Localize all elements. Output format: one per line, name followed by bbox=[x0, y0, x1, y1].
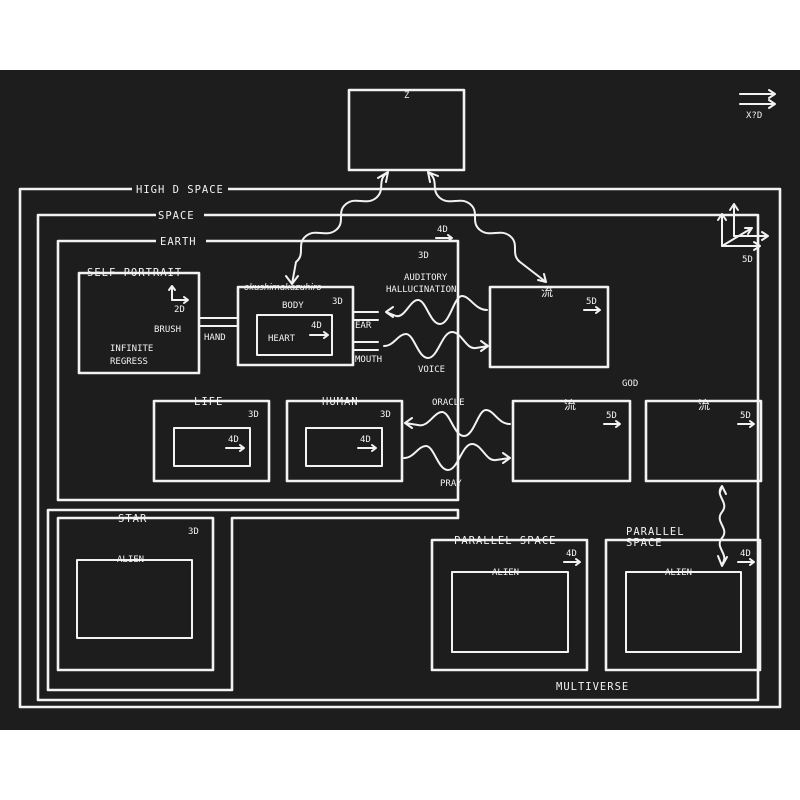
heart-dim: 4D bbox=[311, 321, 322, 331]
corner-axis-label: X?D bbox=[746, 111, 762, 121]
five-d-axes-icon bbox=[717, 203, 769, 251]
self-portrait-line1: INFINITE bbox=[110, 344, 153, 354]
life-inner-dim: 4D bbox=[228, 435, 239, 445]
human-inner-box bbox=[305, 427, 383, 467]
oracle-label: ORACLE bbox=[432, 398, 465, 408]
mouth-lines bbox=[352, 341, 379, 351]
body-label: BODY bbox=[282, 301, 304, 311]
human-label: HUMAN bbox=[322, 396, 359, 408]
flow-box-mid2 bbox=[644, 399, 763, 483]
flow-box-mid1 bbox=[511, 399, 632, 483]
space-label: SPACE bbox=[158, 210, 195, 222]
star-label: STAR bbox=[118, 513, 147, 525]
five-d-axes-label: 5D bbox=[742, 255, 753, 265]
human-dim: 3D bbox=[380, 410, 391, 420]
life-dim: 3D bbox=[248, 410, 259, 420]
flow-box-mid2-kanji: 流 bbox=[698, 398, 710, 412]
flow-box-mid1-kanji: 流 bbox=[564, 398, 576, 412]
voice-wave-right bbox=[383, 331, 489, 359]
high-d-space-label: HIGH D SPACE bbox=[136, 184, 224, 196]
self-portrait-dim: 2D bbox=[174, 305, 185, 315]
flow-box-top-dim: 5D bbox=[586, 297, 597, 307]
pray-wave-right bbox=[403, 443, 511, 471]
parallel-space-1-alien-box bbox=[451, 571, 569, 653]
flow-box-top-kanji: 流 bbox=[541, 285, 553, 299]
brush-hand-lines bbox=[198, 317, 239, 327]
auditory-line2: HALLUCINATION bbox=[386, 285, 456, 295]
god-label: GOD bbox=[622, 379, 638, 389]
star-box bbox=[56, 516, 215, 672]
self-portrait-line2: REGRESS bbox=[110, 357, 148, 367]
life-box bbox=[152, 399, 271, 483]
wave-top-box-to-flow bbox=[427, 171, 547, 283]
heart-label: HEART bbox=[268, 334, 296, 344]
artist-signature: okushimakazuhiro bbox=[244, 283, 322, 293]
parallel-space-1-box bbox=[430, 538, 589, 672]
heart-box bbox=[256, 314, 333, 356]
body-box bbox=[236, 285, 355, 367]
star-alien-box bbox=[76, 559, 193, 639]
parallel-space-2-alien-box bbox=[625, 571, 742, 653]
high-d-space-frame bbox=[18, 187, 782, 709]
flow-box-mid1-dim: 5D bbox=[606, 411, 617, 421]
ear-label: EAR bbox=[355, 321, 372, 331]
top-box bbox=[347, 88, 466, 172]
self-portrait-axis-icon bbox=[168, 285, 189, 304]
human-box bbox=[285, 399, 404, 483]
parallel-space-1-arrow bbox=[563, 558, 581, 566]
human-inner-arrow bbox=[357, 444, 377, 452]
pray-label: PRAY bbox=[440, 479, 462, 489]
body-dim: 3D bbox=[332, 297, 343, 307]
parallel-space-2-box bbox=[604, 538, 762, 672]
earth-dim-label: 3D bbox=[418, 251, 429, 261]
hand-label: HAND bbox=[204, 333, 226, 343]
life-inner-arrow bbox=[225, 444, 245, 452]
life-inner-box bbox=[173, 427, 251, 467]
self-portrait-brush: BRUSH bbox=[154, 325, 181, 335]
flow-box-mid2-dim: 5D bbox=[740, 411, 751, 421]
space-frame bbox=[36, 213, 760, 702]
oracle-wave-left bbox=[404, 409, 511, 437]
heart-arrow bbox=[309, 331, 329, 339]
parallel-space-2-line2: SPACE bbox=[626, 537, 663, 549]
life-label: LIFE bbox=[194, 396, 223, 408]
auditory-wave-left bbox=[385, 295, 488, 325]
ear-lines bbox=[352, 311, 379, 321]
flow-box-mid1-arrow bbox=[603, 420, 621, 428]
parallel-space-1-label: PARALLEL SPACE bbox=[454, 535, 557, 547]
self-portrait-box bbox=[77, 271, 201, 375]
earth-label: EARTH bbox=[160, 236, 197, 248]
auditory-dim-arrow bbox=[435, 234, 453, 242]
human-inner-dim: 4D bbox=[360, 435, 371, 445]
auditory-line1: AUDITORY bbox=[404, 273, 448, 283]
parallel-space-2-alien-label: ALIEN bbox=[665, 568, 692, 578]
parallel-space-1-alien-label: ALIEN bbox=[492, 568, 519, 578]
mouth-label: MOUTH bbox=[355, 355, 382, 365]
flow-box-top-arrow bbox=[583, 306, 601, 314]
flow-box-top bbox=[488, 285, 610, 369]
parallel-space-2-dim: 4D bbox=[740, 549, 751, 559]
wave-flow-to-parallel bbox=[717, 485, 728, 567]
voice-label: VOICE bbox=[418, 365, 445, 375]
parallel-space-2-line1: PARALLEL bbox=[626, 526, 685, 538]
parallel-space-1-dim: 4D bbox=[566, 549, 577, 559]
star-alien-label: ALIEN bbox=[117, 555, 144, 565]
flow-box-mid2-arrow bbox=[737, 420, 755, 428]
wave-top-box-to-body bbox=[285, 171, 389, 285]
self-portrait-label: SELF-PORTRAIT bbox=[87, 267, 182, 279]
top-box-label: Z bbox=[404, 91, 410, 101]
star-dim: 3D bbox=[188, 527, 199, 537]
star-region-frame bbox=[46, 508, 460, 692]
auditory-dim: 4D bbox=[437, 225, 448, 235]
multiverse-label: MULTIVERSE bbox=[556, 681, 629, 693]
earth-frame bbox=[56, 239, 460, 502]
corner-axis-arrows bbox=[739, 89, 776, 109]
parallel-space-2-arrow bbox=[737, 558, 755, 566]
